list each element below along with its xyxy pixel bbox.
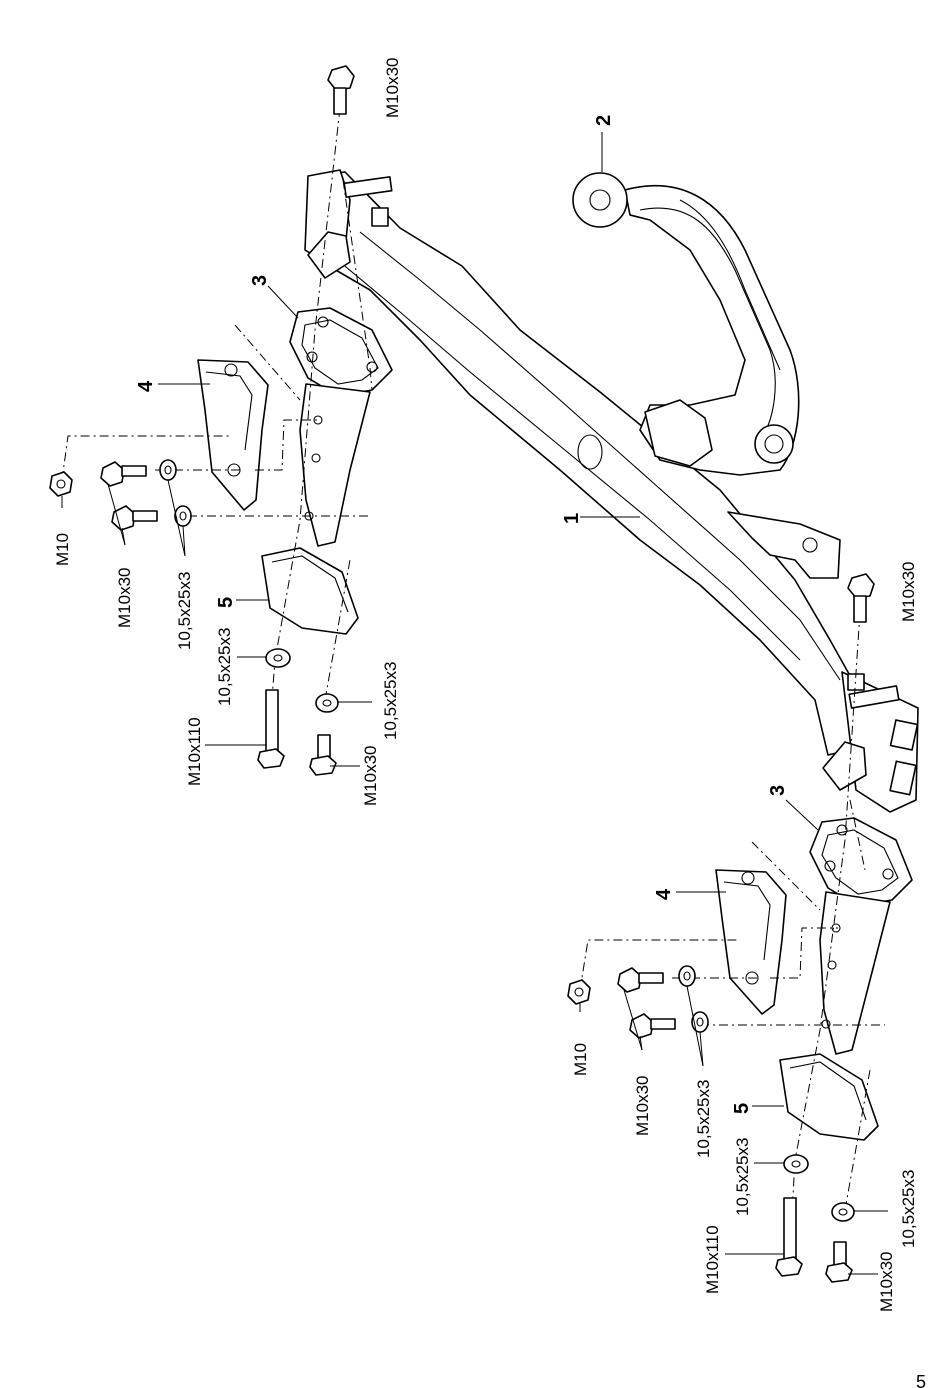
callout-1: 1 bbox=[561, 513, 583, 524]
hex-bolt-icon bbox=[258, 690, 284, 768]
washer-icon bbox=[316, 694, 338, 712]
callout-5-right: 5 bbox=[731, 1103, 753, 1114]
hex-bolt-icon bbox=[630, 1014, 675, 1038]
label-long-bolt-left: M10x110 bbox=[185, 717, 204, 786]
label-washer-upper-left: 10,5x25x3 bbox=[175, 572, 194, 650]
page-number: 5 bbox=[916, 1372, 926, 1388]
washer-icon bbox=[784, 1155, 808, 1173]
label-long-bolt-right: M10x110 bbox=[703, 1225, 722, 1294]
callout-2: 2 bbox=[593, 115, 615, 126]
washer-icon bbox=[160, 460, 176, 480]
hex-bolt-icon bbox=[826, 1242, 852, 1282]
label-short-bolt-right: M10x30 bbox=[877, 1252, 896, 1312]
washer-icon bbox=[266, 649, 290, 667]
hex-bolt-icon bbox=[848, 574, 874, 622]
callout-5-left: 5 bbox=[215, 597, 237, 608]
left-side-plate-4 bbox=[198, 360, 268, 510]
hex-nut-icon bbox=[50, 472, 72, 496]
hex-bolt-icon bbox=[101, 462, 146, 486]
label-nut-right: M10 bbox=[571, 1043, 590, 1076]
right-bracket-3 bbox=[810, 818, 912, 1054]
label-washer-upper-right: 10,5x25x3 bbox=[694, 1080, 713, 1158]
label-bolt-upper-left: M10x30 bbox=[115, 568, 134, 628]
hex-bolt-icon bbox=[776, 1198, 802, 1276]
label-nut-left: M10 bbox=[53, 533, 72, 566]
left-bracket-3 bbox=[290, 308, 392, 546]
label-top-bolt-right: M10x30 bbox=[899, 562, 918, 622]
callout-4-left: 4 bbox=[135, 380, 157, 392]
label-short-bolt-left: M10x30 bbox=[361, 746, 380, 806]
left-cover-plate-5 bbox=[262, 548, 358, 634]
label-washer-low-left: 10,5x25x3 bbox=[381, 662, 400, 740]
right-side-plate-4 bbox=[716, 870, 786, 1014]
hex-nut-icon bbox=[568, 980, 590, 1004]
hex-bolt-icon bbox=[618, 968, 663, 992]
hex-bolt-icon bbox=[328, 66, 354, 114]
label-top-bolt-left: M10x30 bbox=[383, 58, 402, 118]
label-washer-mid-left: 10,5x25x3 bbox=[215, 628, 234, 706]
right-cover-plate-5 bbox=[780, 1054, 878, 1140]
callout-3-right: 3 bbox=[767, 785, 789, 796]
label-washer-mid-right: 10,5x25x3 bbox=[733, 1138, 752, 1216]
callout-4-right: 4 bbox=[653, 888, 675, 900]
hex-bolt-icon bbox=[112, 506, 157, 530]
washer-icon bbox=[679, 966, 695, 986]
label-bolt-upper-right: M10x30 bbox=[633, 1076, 652, 1136]
hex-bolt-icon bbox=[310, 735, 336, 775]
callout-3-left: 3 bbox=[249, 275, 271, 286]
label-washer-low-right: 10,5x25x3 bbox=[899, 1170, 918, 1248]
callout-numbers: 2 1 3 4 5 3 4 5 bbox=[135, 115, 789, 1114]
washer-icon bbox=[832, 1203, 854, 1221]
tow-ball-icon bbox=[573, 173, 627, 227]
